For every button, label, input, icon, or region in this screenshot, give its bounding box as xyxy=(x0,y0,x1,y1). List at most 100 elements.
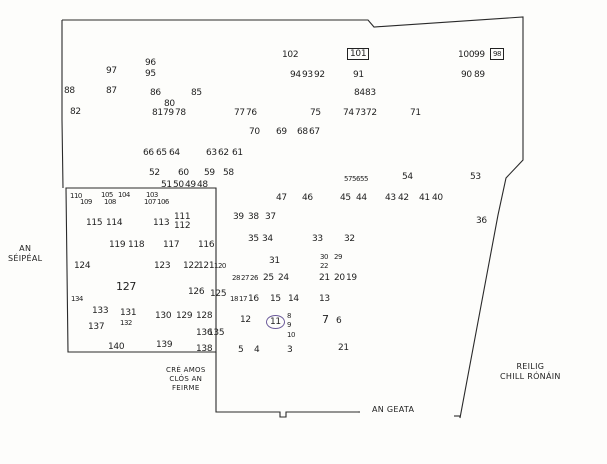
plot-number: 110 xyxy=(70,192,82,200)
plot-number: 20 xyxy=(334,273,345,283)
plot-number: 57 xyxy=(344,175,352,183)
plot-number: 38 xyxy=(248,212,259,222)
plot-number: 100 xyxy=(458,50,475,60)
boundary-wall xyxy=(62,16,524,419)
plot-number: 67 xyxy=(309,127,320,137)
plot-number: 121 xyxy=(198,261,215,271)
plot-number: 97 xyxy=(106,66,117,76)
plot-number: 83 xyxy=(365,88,376,98)
plot-number: 46 xyxy=(302,193,313,203)
plot-number: 136 xyxy=(196,328,213,338)
plot-number: 8 xyxy=(287,312,291,320)
plot-number: 18 xyxy=(230,295,238,303)
plot-number: 128 xyxy=(196,311,213,321)
plot-number: 94 xyxy=(290,70,301,80)
place-label-line: REILIG xyxy=(516,362,545,371)
plot-number: 15 xyxy=(270,294,281,304)
plot-number: 62 xyxy=(218,148,229,158)
plot-number: 119 xyxy=(109,240,126,250)
plot-number: 122 xyxy=(183,261,200,271)
plot-number: 93 xyxy=(302,70,313,80)
plot-number: 77 xyxy=(234,108,245,118)
plot-number: 33 xyxy=(312,234,323,244)
plot-number: 85 xyxy=(191,88,202,98)
plot-number: 30 xyxy=(320,253,328,261)
plot-number: 64 xyxy=(169,148,180,158)
plot-number: 88 xyxy=(64,86,75,96)
plot-number: 76 xyxy=(246,108,257,118)
plot-number: 130 xyxy=(155,311,172,321)
plot-number: 10 xyxy=(287,331,295,339)
plot-number: 40 xyxy=(432,193,443,203)
plot-number: 135 xyxy=(208,328,225,338)
plot-number: 125 xyxy=(210,289,227,299)
plot-number: 5 xyxy=(238,345,244,355)
plot-number: 99 xyxy=(474,50,485,60)
plot-number: 115 xyxy=(86,218,103,228)
plot-number: 61 xyxy=(232,148,243,158)
plot-number: 112 xyxy=(174,221,191,231)
plot-number: 104 xyxy=(118,191,130,199)
plot-number: 45 xyxy=(340,193,351,203)
plot-number: 129 xyxy=(176,311,193,321)
plot-number: 69 xyxy=(276,127,287,137)
plot-number: 66 xyxy=(143,148,154,158)
plot-number: 82 xyxy=(70,107,81,117)
plot-number: 108 xyxy=(104,198,116,206)
place-label-line: CHILL RÓNÁIN xyxy=(500,372,561,381)
plot-number: 12 xyxy=(240,315,251,325)
plot-number: 11 xyxy=(266,315,285,329)
plot-number: 54 xyxy=(402,172,413,182)
plot-number: 56 xyxy=(352,175,360,183)
plot-number: 72 xyxy=(366,108,377,118)
place-label-farmyard: CRÉ AMOS CLÓS AN FEIRME xyxy=(166,366,206,393)
plot-number: 114 xyxy=(106,218,123,228)
plot-number: 131 xyxy=(120,308,137,318)
plot-number: 55 xyxy=(360,175,368,183)
plot-number: 96 xyxy=(145,58,156,68)
plot-number: 126 xyxy=(188,287,205,297)
plot-number: 34 xyxy=(262,234,273,244)
plot-number: 47 xyxy=(276,193,287,203)
plot-number: 78 xyxy=(175,108,186,118)
plot-number: 127 xyxy=(116,280,137,293)
place-label-line: CRÉ AMOS xyxy=(166,366,206,374)
plot-number: 31 xyxy=(269,256,280,266)
plot-number: 137 xyxy=(88,322,105,332)
plot-number: 39 xyxy=(233,212,244,222)
boundary-wall-left xyxy=(61,20,64,189)
plot-number: 7 xyxy=(322,313,329,326)
plot-number: 50 xyxy=(173,180,184,190)
plot-number: 51 xyxy=(161,180,172,190)
plot-number: 81 xyxy=(152,108,163,118)
plot-number: 48 xyxy=(197,180,208,190)
plot-number: 21 xyxy=(338,343,349,353)
plot-number: 19 xyxy=(346,273,357,283)
place-label-gate: AN GEATA xyxy=(372,405,414,415)
plot-number: 86 xyxy=(150,88,161,98)
plot-number: 105 xyxy=(101,191,113,199)
plot-number: 68 xyxy=(297,127,308,137)
plot-number: 124 xyxy=(74,261,91,271)
plot-number: 32 xyxy=(344,234,355,244)
plot-number: 120 xyxy=(214,262,226,270)
plot-number: 60 xyxy=(178,168,189,178)
place-label-line: FEIRME xyxy=(171,384,200,392)
plot-number: 17 xyxy=(239,295,247,303)
plot-number: 106 xyxy=(157,198,169,206)
plot-number: 63 xyxy=(206,148,217,158)
plot-number: 138 xyxy=(196,344,213,354)
place-label-line: CLÓS AN xyxy=(169,375,203,383)
plot-number: 14 xyxy=(288,294,299,304)
plot-number: 29 xyxy=(334,253,342,261)
place-label-reilig: REILIG CHILL RÓNÁIN xyxy=(500,362,561,382)
plot-number: 35 xyxy=(248,234,259,244)
plot-number: 37 xyxy=(265,212,276,222)
plot-number: 53 xyxy=(470,172,481,182)
plot-number: 3 xyxy=(287,345,293,355)
plot-number: 95 xyxy=(145,69,156,79)
plot-number: 101 xyxy=(347,48,370,60)
place-label-line: SÉIPÉAL xyxy=(8,254,43,263)
plot-number: 133 xyxy=(92,306,109,316)
